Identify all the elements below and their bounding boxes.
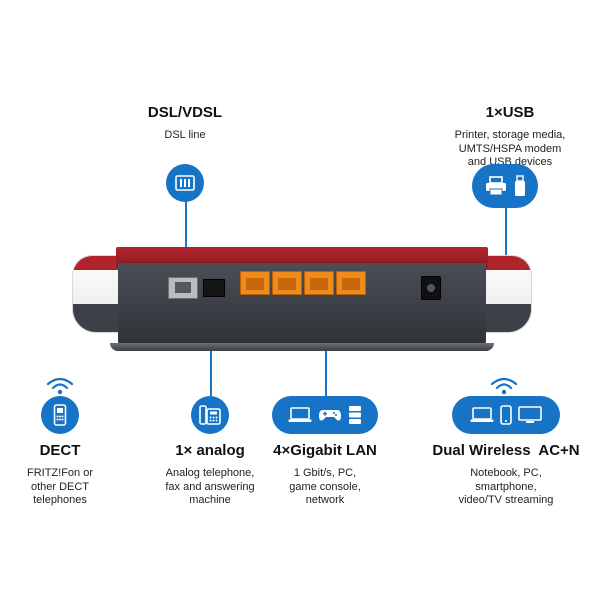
router-device	[72, 247, 532, 355]
analog-icon-circle	[191, 396, 229, 434]
lan-port-1	[240, 271, 270, 295]
lan-port-4	[336, 271, 366, 295]
usb-label: 1×USB Printer, storage media, UMTS/HSPA …	[440, 104, 580, 170]
dect-label: DECT FRITZ!Fon or other DECT telephones	[0, 442, 120, 508]
lan-label: 4×Gigabit LAN 1 Gbit/s, PC, game console…	[265, 442, 385, 508]
lan-port-2	[272, 271, 302, 295]
usb-title: 1×USB	[485, 104, 535, 121]
usb-description: Printer, storage media, UMTS/HSPA modem …	[454, 128, 566, 169]
analog-title: 1× analog	[175, 442, 245, 459]
dsl-icon-circle	[166, 164, 204, 202]
analog-phone-icon	[199, 405, 221, 425]
dsl-description: DSL line	[164, 128, 206, 141]
usb-icon-circle	[472, 164, 538, 208]
server-icon	[349, 406, 361, 424]
wireless-label: Dual Wireless AC+N Notebook, PC, smartph…	[426, 442, 586, 508]
router-back-panel	[118, 261, 486, 347]
dect-description: FRITZ!Fon or other DECT telephones	[26, 466, 93, 507]
laptop-icon	[470, 407, 494, 422]
wireless-description: Notebook, PC, smartphone, video/TV strea…	[458, 466, 554, 507]
wireless-title: Dual Wireless AC+N	[432, 442, 580, 459]
dsl-connector-line	[185, 200, 187, 280]
lan-description: 1 Gbit/s, PC, game console, network	[289, 466, 361, 507]
power-port	[421, 276, 441, 300]
router-base	[110, 343, 494, 351]
dect-title: DECT	[39, 442, 81, 459]
printer-icon	[486, 176, 506, 196]
dect-icon-circle	[41, 396, 79, 434]
wireless-icon-circle	[452, 396, 560, 434]
analog-description: Analog telephone, fax and answering mach…	[165, 466, 255, 507]
dsl-port	[168, 277, 198, 299]
wifi-signal-icon	[46, 377, 74, 395]
dsl-title: DSL/VDSL	[147, 104, 223, 121]
laptop-icon	[288, 407, 312, 422]
lan-icon-circle	[272, 396, 378, 434]
analog-label: 1× analog Analog telephone, fax and answ…	[150, 442, 270, 508]
lan-port-3	[304, 271, 334, 295]
lan-title: 4×Gigabit LAN	[273, 442, 377, 459]
usb-stick-icon	[515, 175, 525, 196]
dsl-socket-icon	[175, 175, 195, 191]
dsl-label: DSL/VDSL DSL line	[125, 104, 245, 143]
analog-port	[203, 279, 225, 297]
dect-phone-icon	[53, 404, 67, 426]
usb-connector-line	[505, 208, 507, 294]
gamepad-icon	[319, 410, 341, 421]
wifi-signal-icon	[490, 377, 518, 395]
smartphone-icon	[500, 405, 512, 425]
monitor-icon	[518, 406, 542, 423]
